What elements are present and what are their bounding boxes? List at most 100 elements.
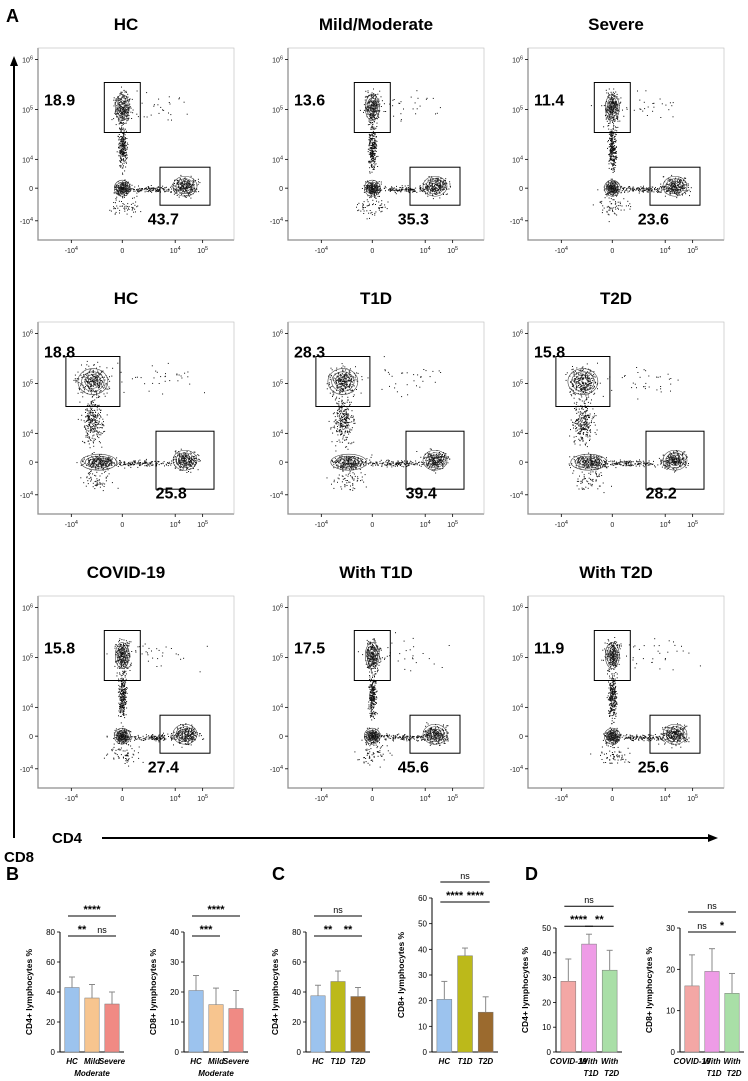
flow-plot-title: Severe — [588, 15, 644, 34]
contour-lines — [113, 94, 198, 197]
category-label: Severe — [99, 1057, 126, 1066]
cd8-axis-label: CD8 — [4, 849, 34, 866]
flow-plot-border — [37, 321, 235, 515]
category-label: Mild — [208, 1057, 225, 1066]
significance-label: * — [720, 920, 725, 932]
category-label: HC — [190, 1057, 202, 1066]
x-tick-label: 104 — [420, 520, 431, 529]
y-tick-label: 106 — [512, 56, 523, 65]
category-label: Severe — [223, 1057, 250, 1066]
cd4-gate — [645, 430, 705, 490]
x-tick-label: 104 — [420, 794, 431, 803]
flow-plot-axes — [527, 48, 724, 241]
event-dots — [103, 638, 208, 767]
flow-plot-axes — [37, 48, 234, 241]
significance-label: **** — [467, 890, 485, 902]
cd8-gate — [593, 82, 631, 133]
x-tick-label: 0 — [610, 796, 614, 803]
y-tick-label: 106 — [272, 604, 283, 613]
x-tick-label: 104 — [170, 246, 181, 255]
significance-label: ns — [584, 895, 594, 905]
flow-plot-title: With T1D — [339, 563, 413, 582]
cd4-percentage: 28.2 — [646, 486, 677, 503]
cd4-gate — [159, 166, 211, 206]
bar — [684, 985, 700, 1053]
x-tick-label: 104 — [660, 246, 671, 255]
x-tick-label: -104 — [65, 520, 78, 529]
flow-plot-axes — [527, 596, 724, 789]
y-axis-label: CD8+ lymphocytes % — [148, 948, 158, 1035]
bar — [64, 987, 80, 1053]
y-tick-label: -104 — [270, 217, 283, 226]
y-axis-label: CD4+ lymphocytes % — [270, 948, 280, 1035]
y-tick-label: 106 — [22, 56, 33, 65]
y-tick-label: 106 — [512, 604, 523, 613]
category-label: With — [703, 1057, 720, 1066]
cd8-percentage: 28.3 — [294, 345, 325, 362]
x-tick-label: 0 — [120, 522, 124, 529]
flow-plot-axes — [37, 596, 234, 789]
y-tick-label: -104 — [270, 765, 283, 774]
cd8-percentage: 18.8 — [44, 345, 75, 362]
y-tick-label: 104 — [512, 429, 523, 438]
category-label: With — [601, 1057, 618, 1066]
cd4-percentage: 25.8 — [156, 486, 187, 503]
cd8-gate — [593, 630, 631, 681]
category-label: COVID-19 — [550, 1057, 587, 1066]
y-axis-label: CD4+ lymphocytes % — [24, 948, 34, 1035]
y-tick-label: 105 — [512, 653, 523, 662]
cd8-percentage: 11.4 — [534, 93, 564, 110]
y-tick-label: 106 — [512, 330, 523, 339]
significance-label: ** — [595, 914, 604, 926]
bar — [104, 1003, 120, 1053]
flow-plot-axes — [287, 596, 484, 789]
cd8-gate — [65, 356, 121, 407]
y-tick-label: -104 — [510, 491, 523, 500]
panel-label-c: C — [272, 864, 285, 884]
y-tick-label: 0 — [51, 1048, 56, 1057]
contour-lines — [567, 368, 688, 471]
y-tick-label: -104 — [510, 765, 523, 774]
y-tick-label: 80 — [46, 928, 55, 937]
x-tick-label: 105 — [687, 794, 698, 803]
y-tick-label: 10 — [666, 1007, 675, 1016]
cd4-gate — [649, 166, 701, 206]
cd4-gate — [159, 714, 211, 754]
flow-plot-title: HC — [114, 15, 139, 34]
y-tick-label: 106 — [272, 56, 283, 65]
x-tick-label: 105 — [447, 246, 458, 255]
significance-label: **** — [207, 904, 225, 916]
y-tick-label: -104 — [270, 491, 283, 500]
y-tick-label: 0 — [29, 734, 33, 741]
x-tick-label: 105 — [687, 246, 698, 255]
cd4-gate — [649, 714, 701, 754]
event-dots — [565, 362, 689, 494]
panel-label-b: B — [6, 864, 19, 884]
category-label: T1D — [330, 1057, 345, 1066]
x-tick-label: -104 — [555, 520, 568, 529]
contour-lines — [77, 368, 198, 471]
category-sublabel: Moderate — [74, 1069, 110, 1078]
significance-label: **** — [570, 914, 588, 926]
cd4-gate — [405, 430, 465, 490]
category-label: With — [580, 1057, 597, 1066]
y-tick-label: -104 — [20, 765, 33, 774]
y-tick-label: -104 — [20, 491, 33, 500]
y-tick-label: 104 — [272, 703, 283, 712]
x-tick-label: 0 — [610, 248, 614, 255]
category-sublabel: T2D — [726, 1069, 741, 1078]
y-axis-label: CD8+ lymphocytes % — [644, 946, 654, 1033]
significance-label: ** — [78, 924, 87, 936]
flow-plot-border — [527, 321, 725, 515]
cd4-percentage: 35.3 — [398, 212, 429, 229]
y-tick-label: 0 — [279, 734, 283, 741]
y-tick-label: 10 — [542, 1023, 551, 1032]
y-tick-label: 20 — [666, 965, 675, 974]
